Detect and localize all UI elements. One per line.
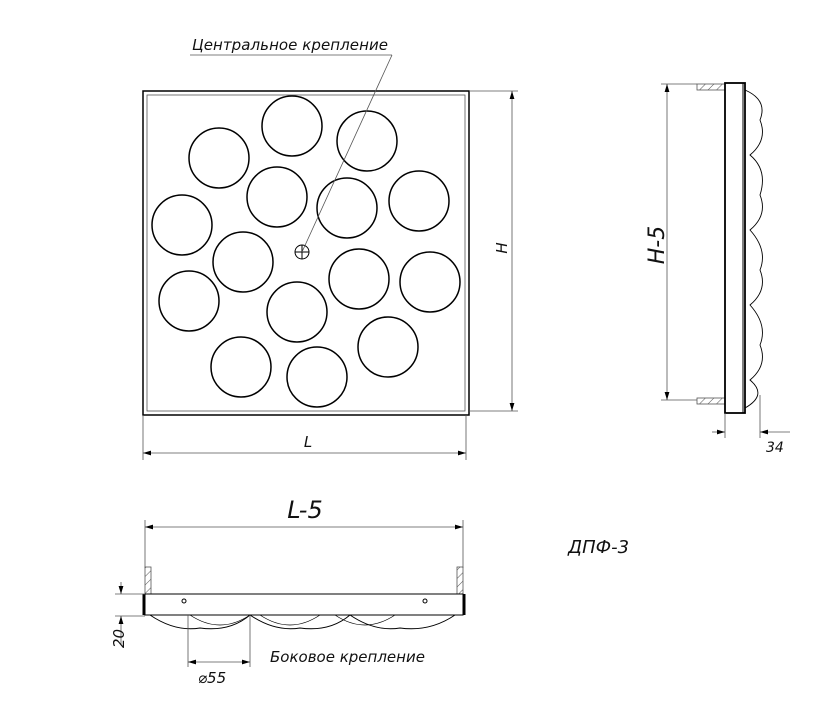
front-view: Центральное крепление H L — [142, 36, 518, 460]
nozzle-group — [151, 95, 461, 408]
side-height-dim-label: H-5 — [645, 226, 670, 264]
central-mount-label: Центральное крепление — [192, 36, 388, 54]
nozzle-circle — [399, 251, 461, 313]
height-dim-label: H — [493, 242, 511, 253]
leader-line — [301, 54, 393, 253]
panel-outline — [142, 90, 470, 416]
side-nozzle-profile — [744, 89, 763, 409]
side-view: H-5 34 — [645, 82, 790, 456]
nozzle-circle — [246, 166, 308, 228]
nozzle-circle — [266, 281, 328, 343]
nozzle-circle — [328, 248, 390, 310]
diameter-dim-label: ⌀55 — [198, 669, 226, 687]
nozzle-circle — [210, 336, 272, 398]
nozzle-circle — [388, 170, 450, 232]
nozzle-circle — [357, 316, 419, 378]
depth-dim-label: 34 — [766, 440, 784, 456]
bottom-length-dim-label: L-5 — [287, 496, 322, 524]
nozzle-circle — [316, 177, 378, 239]
bottom-frame — [144, 593, 464, 616]
nozzle-circle — [336, 110, 398, 172]
nozzle-circle — [188, 127, 250, 189]
nozzle-circle — [261, 95, 323, 157]
bottom-view: L-5 20 ⌀55 Боковое крепление — [110, 496, 466, 687]
nozzle-circle — [151, 194, 213, 256]
bottom-nozzle-profile — [149, 614, 456, 630]
nozzle-circle — [212, 231, 274, 293]
side-frame — [724, 82, 746, 414]
frame-height-dim-label: 20 — [110, 629, 128, 648]
length-dim-label: L — [304, 433, 312, 451]
panel-inner-edge — [146, 94, 466, 412]
side-mount-label: Боковое крепление — [270, 648, 425, 666]
nozzle-circle — [158, 270, 220, 332]
nozzle-circle — [286, 346, 348, 408]
model-label: ДПФ-3 — [567, 537, 629, 558]
